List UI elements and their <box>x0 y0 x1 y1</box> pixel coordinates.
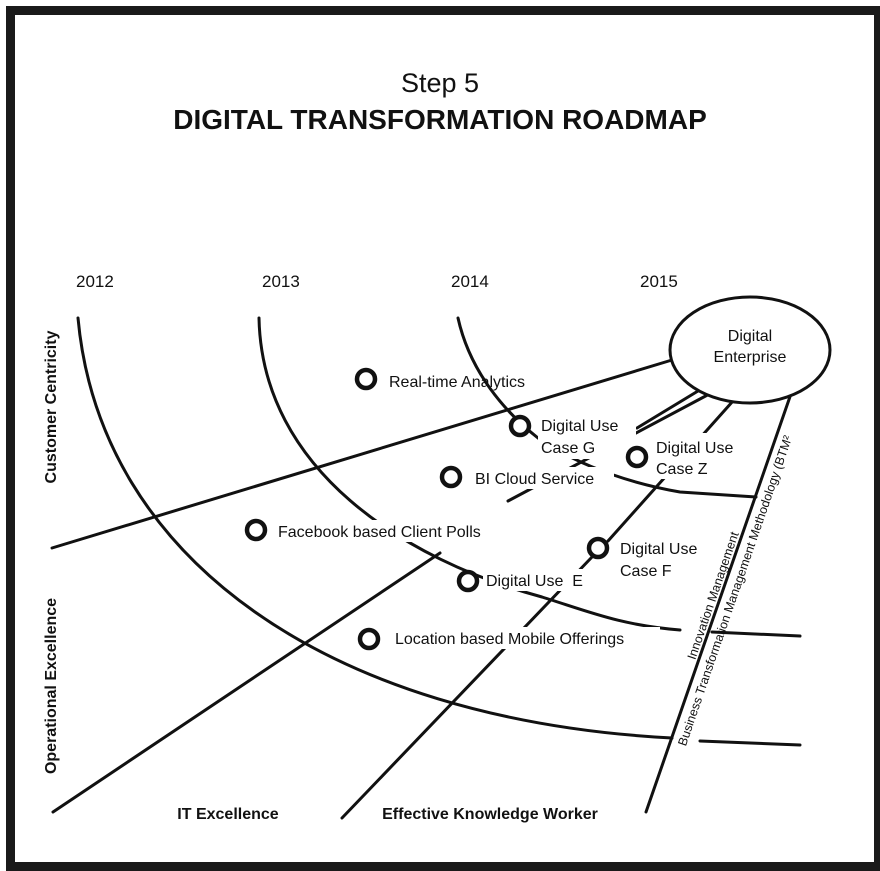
year-2014: 2014 <box>451 272 489 291</box>
label-backing <box>472 467 614 489</box>
spoke-knowledge-worker <box>340 555 594 820</box>
axis-operational-excellence: Operational Excellence <box>43 598 60 774</box>
label-backing <box>275 520 513 542</box>
milestone-ring-icon <box>439 465 463 489</box>
milestone-label-line2: Case F <box>620 563 672 580</box>
label-backing <box>538 413 636 459</box>
milestone-location-offerings: Location based Mobile Offerings <box>357 627 660 651</box>
axis-knowledge-worker: Effective Knowledge Worker <box>382 806 598 823</box>
milestone-label: Real-time Analytics <box>389 374 525 391</box>
label-backing <box>652 433 748 479</box>
milestone-label-line2: Case G <box>541 440 595 457</box>
step-label: Step 5 <box>400 68 480 98</box>
axis-customer-centricity: Customer Centricity <box>43 330 60 483</box>
milestone-ring-icon <box>508 414 532 438</box>
milestone-bi-cloud: BI Cloud Service <box>439 465 614 489</box>
milestone-label: Digital Use E <box>486 573 583 590</box>
milestone-realtime-analytics: Real-time Analytics <box>354 367 525 391</box>
digital-enterprise-ellipse <box>668 295 832 405</box>
milestone-facebook-polls: Facebook based Client Polls <box>244 518 513 542</box>
milestone-case-f: Digital Use Case F <box>586 536 713 582</box>
milestone-label: BI Cloud Service <box>475 471 594 488</box>
milestone-case-z: Digital Use Case Z <box>625 433 748 479</box>
milestone-label: Location based Mobile Offerings <box>395 631 624 648</box>
year-2015: 2015 <box>640 272 678 291</box>
spoke-case-g <box>635 389 700 430</box>
label-backing <box>617 536 713 582</box>
goal-label-line2: Enterprise <box>714 349 787 366</box>
milestone-ring-icon <box>354 367 378 391</box>
arc-2012-end <box>698 739 802 747</box>
btm-label: Business Transformation Management Metho… <box>675 434 795 748</box>
milestone-case-e: Digital Use E <box>456 569 583 593</box>
milestone-label-line1: Digital Use <box>620 541 697 558</box>
milestone-ring-icon <box>456 569 480 593</box>
milestone-ring-icon <box>244 518 268 542</box>
milestone-case-g: Digital Use Case G <box>508 413 636 459</box>
milestone-ring-icon <box>357 627 381 651</box>
arc-2013-end <box>710 630 802 638</box>
milestone-label-line1: Digital Use <box>656 440 733 457</box>
label-backing <box>483 569 583 591</box>
year-2012: 2012 <box>76 272 114 291</box>
page-title: DIGITAL TRANSFORMATION ROADMAP <box>173 104 707 135</box>
goal-label-line1: Digital <box>728 328 772 345</box>
btm-axis-line <box>644 386 795 814</box>
axis-it-excellence: IT Excellence <box>177 806 278 823</box>
milestone-label-line2: Case Z <box>656 461 708 478</box>
milestone-label-line1: Digital Use <box>541 418 618 435</box>
label-backing <box>392 627 660 649</box>
arc-2012 <box>76 316 674 740</box>
year-2013: 2013 <box>262 272 300 291</box>
milestone-ring-icon <box>625 445 649 469</box>
customer-centricity-line <box>50 358 674 550</box>
spoke-it-excellence <box>51 551 442 814</box>
milestone-label: Facebook based Client Polls <box>278 524 481 541</box>
milestone-ring-icon <box>586 536 610 560</box>
